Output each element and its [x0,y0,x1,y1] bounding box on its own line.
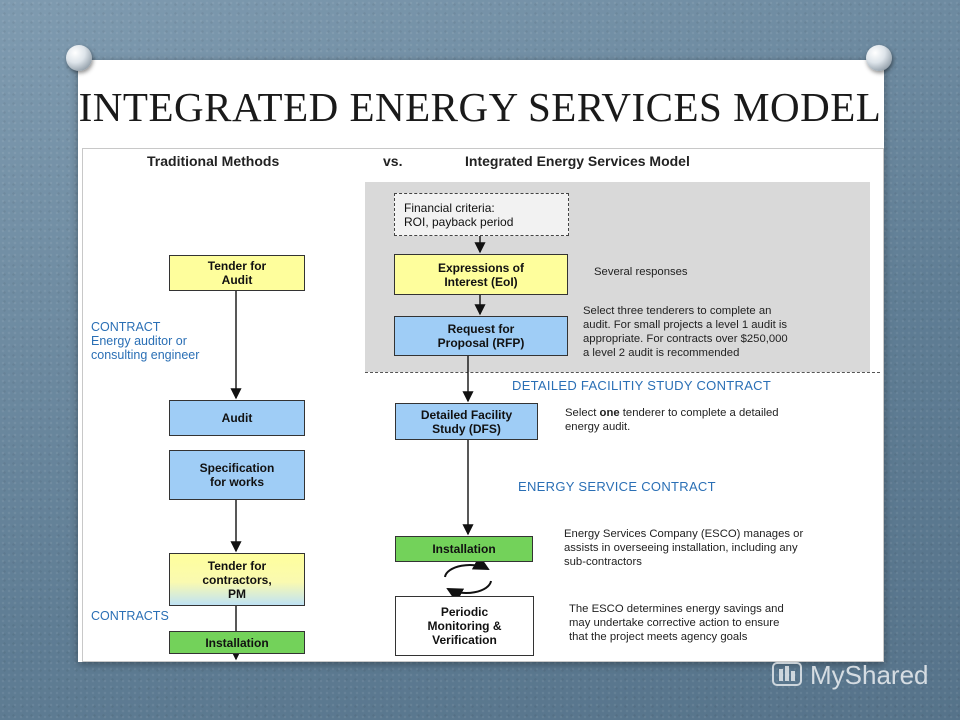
pmv-note: The ESCO determines energy savings and m… [569,603,784,643]
pushpin-icon [866,45,892,71]
traditional-installation-box: Installation [169,631,305,654]
diagram-arrows [230,236,492,661]
header-vs: vs. [383,153,403,169]
cycle-arrows-icon [444,555,492,603]
contracts-label: CONTRACTS [91,609,169,623]
contract-divider-line [365,372,880,373]
energy-service-contract-label: ENERGY SERVICE CONTRACT [518,479,716,494]
eoi-note: Several responses [594,266,688,278]
header-integrated-model: Integrated Energy Services Model [465,153,690,169]
audit-box: Audit [169,400,305,436]
detailed-facility-study-box: Detailed Facility Study (DFS) [395,403,538,440]
dfs-note: Select one tenderer to complete a detail… [565,407,779,433]
watermark-text: MyShared [810,659,929,690]
tender-for-contractors-box: Tender for contractors, PM [169,553,305,606]
slide-title: INTEGRATED ENERGY SERVICES MODEL [78,84,882,130]
request-for-proposal-box: Request for Proposal (RFP) [394,316,568,356]
expressions-of-interest-box: Expressions of Interest (EoI) [394,254,568,295]
myshared-logo-icon [772,662,802,686]
tender-for-audit-box: Tender for Audit [169,255,305,291]
installation-note: Energy Services Company (ESCO) manages o… [564,528,804,568]
contract-energy-auditor-label: CONTRACT Energy auditor or consulting en… [91,320,200,362]
rfp-note: Select three tenderers to complete an au… [583,305,788,359]
periodic-monitoring-verification-box: Periodic Monitoring & Verification [395,596,534,656]
specification-for-works-box: Specification for works [169,450,305,500]
header-traditional-methods: Traditional Methods [147,153,280,169]
process-diagram: Traditional Methods vs. Integrated Energ… [82,148,884,662]
integrated-installation-box: Installation [395,536,533,562]
pushpin-icon [66,45,92,71]
watermark: MyShared [770,655,945,695]
financial-criteria-box: Financial criteria: ROI, payback period [394,193,569,236]
detailed-facility-study-contract-label: DETAILED FACILITIY STUDY CONTRACT [512,378,772,393]
